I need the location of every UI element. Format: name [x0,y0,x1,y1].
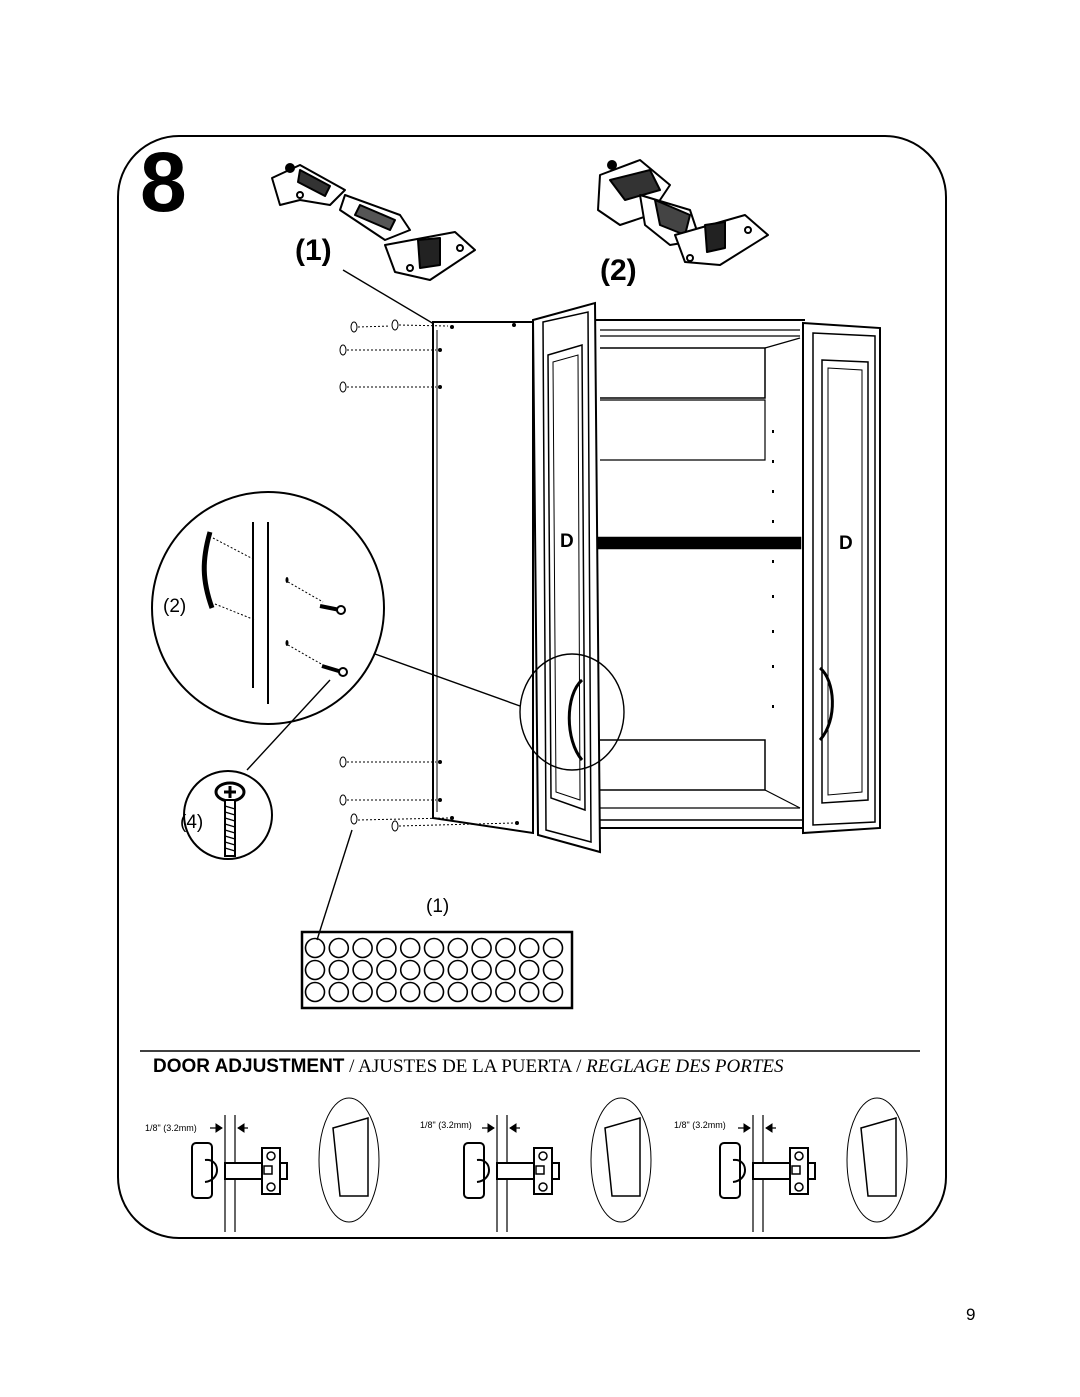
gap-label-2: 1/8" (3.2mm) [420,1120,472,1130]
handle-quantity-label: (2) [163,596,187,617]
heading-spanish: AJUSTES DE LA PUERTA [358,1056,572,1077]
bumper-pad [471,959,492,981]
bumper-pad [495,959,516,981]
bumper-pad [376,959,397,981]
bumper-pad [352,959,373,981]
shelf-pin-guides [339,319,515,832]
bumper-pad [542,937,564,959]
bumper-pad [495,981,516,1003]
bumper-pad [542,981,564,1003]
gap-label-1: 1/8" (3.2mm) [145,1123,197,1133]
bumper-pad [352,981,373,1003]
bumper-pad [376,937,397,959]
page-number: 9 [966,1305,976,1324]
bumper-pad [518,981,540,1003]
bumper-pad [518,959,540,981]
cabinet-carcass [595,319,805,829]
handle-detail-circle [151,491,385,771]
right-door [802,321,881,835]
bumper-pad [304,959,326,981]
hinge-type2-label: (2) [600,254,637,287]
bumper-pad [447,959,469,981]
adjustment-diagram-3 [719,1097,908,1232]
bumper-pad [495,937,516,959]
bumper-pad [447,937,469,959]
right-door-label: D [839,533,853,554]
screw-quantity-label: (4) [180,812,204,833]
bumper-pad [447,981,469,1003]
bumper-pad [471,937,492,959]
step-number: 8 [140,135,187,229]
screw-detail-circle [183,770,273,860]
heading-french: REGLAGE DES PORTES [586,1056,784,1077]
bumper-pad [399,937,421,959]
left-door [531,301,602,854]
bumper-pad [376,981,397,1003]
adjustment-diagrams [191,1097,908,1232]
heading-separator: / [344,1056,359,1077]
bumper-pad [352,937,373,959]
bumper-quantity-label: (1) [426,896,450,917]
bumper-pad [423,937,445,959]
bumper-pad [304,937,326,959]
heading-english: DOOR ADJUSTMENT [153,1056,345,1077]
bumper-sheet [300,930,574,1010]
bumper-pad [304,981,326,1003]
instruction-frame [117,135,947,1239]
hinge-type2-illustration [597,159,769,266]
adjustment-diagram-1 [191,1097,380,1232]
bumper-pad [328,981,350,1003]
bumper-pad [423,981,445,1003]
bumper-pad [471,981,492,1003]
adjustment-diagram-2 [463,1097,652,1232]
bumper-pad [423,959,445,981]
left-door-label: D [560,531,574,552]
gap-label-3: 1/8" (3.2mm) [674,1120,726,1130]
bumper-pad [542,959,564,981]
heading-separator-2: / [571,1056,587,1077]
cabinet-side-panel [432,321,534,835]
bumper-pad [328,959,350,981]
bumper-pad [328,937,350,959]
bumper-pad [518,937,540,959]
section-heading: DOOR ADJUSTMENT / AJUSTES DE LA PUERTA /… [153,1057,913,1076]
bumper-pad [399,959,421,981]
bumper-pad [399,981,421,1003]
hinge-type1-illustration [271,163,476,281]
hinge-type1-label: (1) [295,234,332,267]
